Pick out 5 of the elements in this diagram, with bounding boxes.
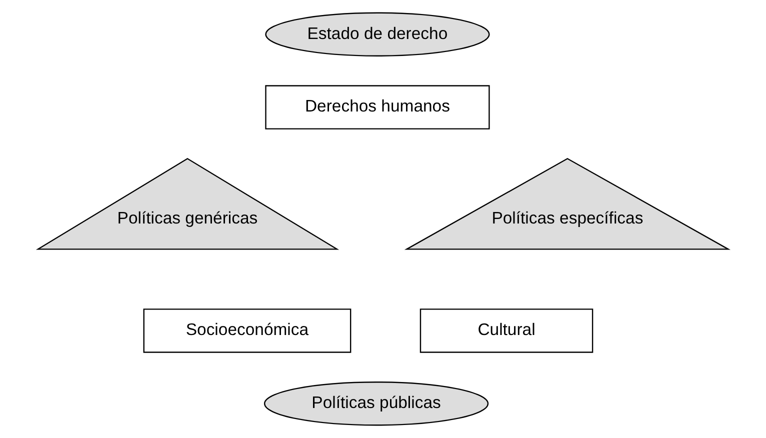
node-box: Cultural	[420, 308, 594, 353]
node-box: Socioeconómica	[143, 308, 352, 353]
node-ellipse: Políticas públicas	[264, 382, 489, 426]
node-box: Derechos humanos	[265, 85, 490, 130]
node-ellipse: Estado de derecho	[265, 12, 490, 56]
